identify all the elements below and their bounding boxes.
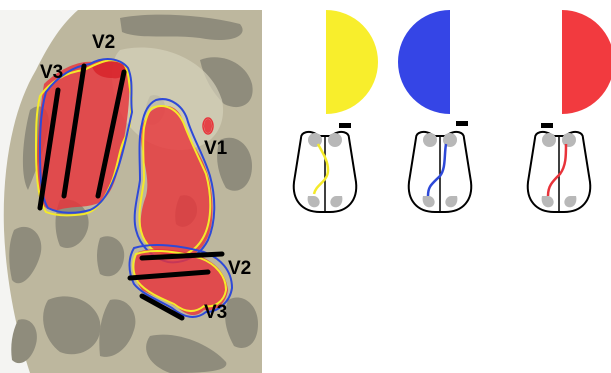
stimulus-panel-yellow (292, 10, 378, 213)
pathway-yellow (312, 143, 330, 195)
pathway-red (546, 143, 568, 197)
brain-schematic (526, 130, 592, 213)
fixation-marker (456, 121, 468, 126)
brain-schematic (407, 130, 473, 213)
area-boundaries (37, 63, 225, 321)
fixation-marker (339, 123, 351, 128)
label-v3-top: V3 (40, 62, 63, 83)
label-v3-bottom: V3 (204, 302, 227, 323)
hemifield-left-blue (398, 10, 450, 114)
brain-surface-panel: V2 V3 V1 V2 V3 (0, 10, 262, 373)
label-v1: V1 (204, 138, 228, 159)
stimulus-panel-blue (398, 10, 473, 213)
activation-lower (128, 244, 234, 318)
fixation-marker (541, 123, 553, 128)
stimulus-panel-red (526, 10, 611, 213)
pathway-blue (426, 143, 448, 197)
hemifield-right-yellow (326, 10, 378, 114)
label-v2-bottom: V2 (228, 258, 251, 279)
brain-schematic (292, 130, 358, 213)
hemifield-right-red (562, 10, 611, 114)
activation-upper-left (34, 58, 134, 217)
sulcal-pattern (9, 14, 258, 373)
label-v2-top: V2 (92, 32, 115, 53)
